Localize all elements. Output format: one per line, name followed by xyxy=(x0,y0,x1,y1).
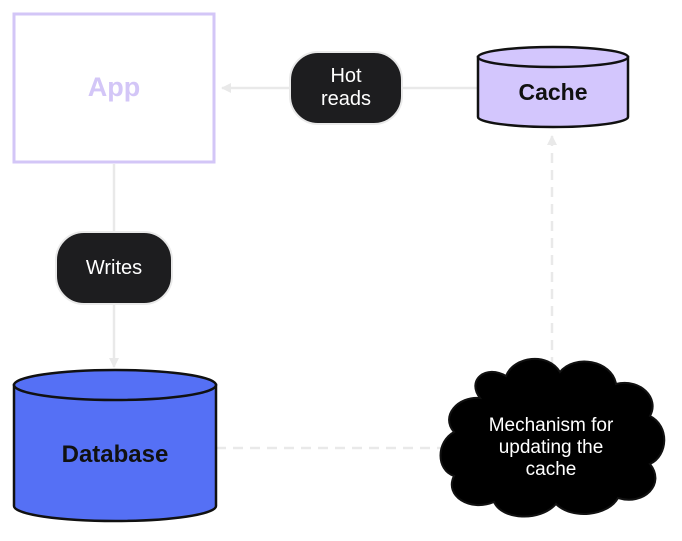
cache-cylinder-top xyxy=(476,45,630,69)
hot-reads-label-line-2: reads xyxy=(320,88,372,110)
database-cylinder-top xyxy=(12,368,218,402)
writes-pill xyxy=(55,231,173,305)
hot-reads-label-line-1: Hot xyxy=(330,65,362,87)
mechanism-label-line-2: updating the xyxy=(498,437,604,459)
database-cylinder-body xyxy=(12,383,218,523)
mechanism-cloud xyxy=(439,357,666,518)
cache-label: Cache xyxy=(518,78,588,105)
app-label: App xyxy=(87,72,141,103)
mechanism-label: Mechanism for updating the cache xyxy=(458,398,644,498)
database-label: Database xyxy=(61,441,169,469)
mechanism-label-line-3: cache xyxy=(525,458,577,480)
writes-label: Writes xyxy=(85,256,143,279)
cache-cylinder-body xyxy=(476,55,630,129)
cache-node xyxy=(476,45,630,129)
hot-reads-pill xyxy=(289,51,403,125)
mechanism-label-line-1: Mechanism for xyxy=(488,415,614,437)
database-node xyxy=(12,368,218,523)
hot-reads-label: Hot reads xyxy=(290,52,402,124)
app-node xyxy=(12,12,216,164)
